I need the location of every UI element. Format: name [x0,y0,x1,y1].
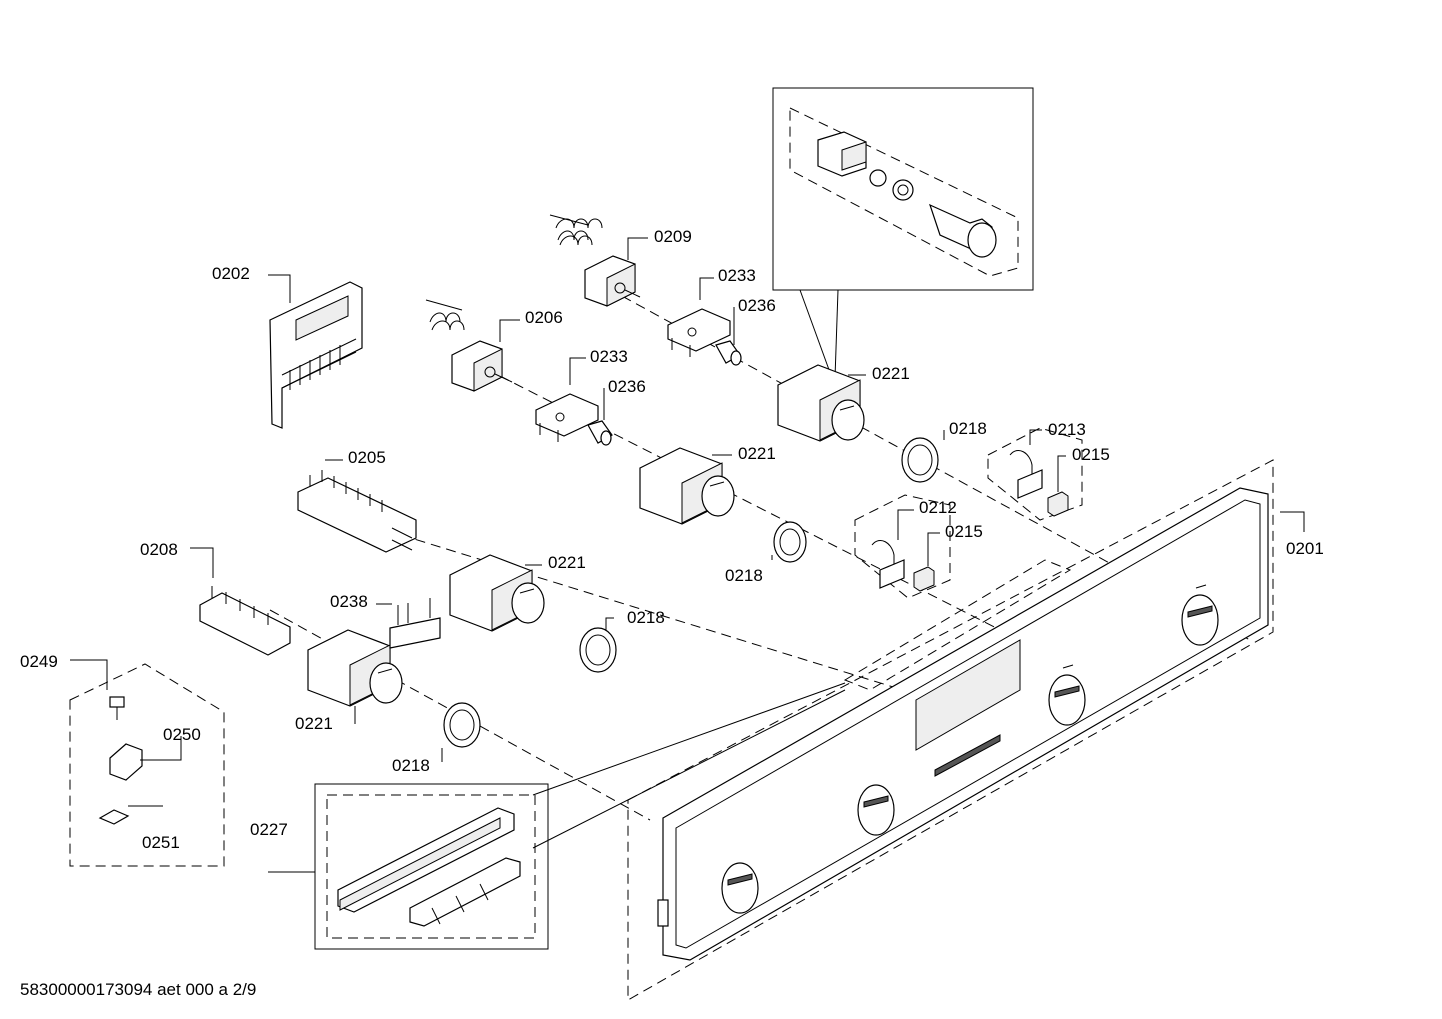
lamp-0236-lower [587,420,613,446]
pushbutton-detail-inset [314,682,846,950]
capacitor-0250 [109,743,143,781]
electronic-module-0202 [269,281,363,429]
ring-0218-a [901,437,939,483]
bracket-0238 [389,598,441,649]
part-label-0218: 0218 [627,608,665,627]
small-part-0249 [109,696,125,720]
switch-block-0205 [297,470,417,553]
part-label-0206: 0206 [525,308,563,327]
part-label-0221: 0221 [872,364,910,383]
control-panel-0201 [657,487,1269,961]
part-label-0202: 0202 [212,264,250,283]
part-label-0221: 0221 [295,714,333,733]
rotary-switch-0221-c [449,554,545,632]
connector-group-box-0227 [843,559,1072,691]
part-label-0249: 0249 [20,652,58,671]
part-label-0233: 0233 [590,347,628,366]
rotary-switch-0221-a [777,364,865,442]
rotary-switch-0221-d [307,629,403,707]
part-label-0212: 0212 [919,498,957,517]
thermostat-0209 [549,214,641,307]
part-label-0236: 0236 [608,377,646,396]
control-panel-group-box [627,459,1274,1001]
part-label-0236: 0236 [738,296,776,315]
connector-board-0213 [1009,450,1069,517]
small-parts-group-box [69,663,225,867]
part-label-0201: 0201 [1286,539,1324,558]
lamp-0236-upper [715,340,742,366]
thermostat-0206 [425,299,513,392]
part-label-0218: 0218 [392,756,430,775]
part-label-0227: 0227 [250,820,288,839]
bracket-0233-upper [667,308,731,357]
leader-lines [70,237,1305,873]
part-label-0218: 0218 [949,419,987,438]
part-label-0218: 0218 [725,566,763,585]
ring-0218-d [443,702,481,748]
part-label-0205: 0205 [348,448,386,467]
part-label-0221: 0221 [548,553,586,572]
part-label-0208: 0208 [140,540,178,559]
part-label-0209: 0209 [654,227,692,246]
part-label-0221: 0221 [738,444,776,463]
part-label-0213: 0213 [1048,420,1086,439]
connector-group-box-0213 [987,427,1083,521]
part-label-0215: 0215 [945,522,983,541]
ring-0218-c [579,627,617,673]
part-labels: 0202 0209 0233 0236 0206 0233 0236 0221 … [20,227,1324,852]
assembly-axis-lines [269,295,1251,821]
clip-0251 [98,809,130,825]
part-label-0215: 0215 [1072,445,1110,464]
knob-detail-inset [772,87,1034,379]
part-label-0251: 0251 [142,833,180,852]
ring-0218-b [773,521,807,563]
part-label-0238: 0238 [330,592,368,611]
connector-group-box-0212 [854,494,951,599]
switch-block-0208 [199,586,291,656]
rotary-switch-0221-b [639,447,735,525]
connector-board-0212 [871,540,935,592]
part-label-0250: 0250 [163,725,201,744]
bracket-0233-lower [535,393,599,442]
part-label-0233: 0233 [718,266,756,285]
document-reference: 58300000173094 aet 000 a 2/9 [20,980,257,999]
